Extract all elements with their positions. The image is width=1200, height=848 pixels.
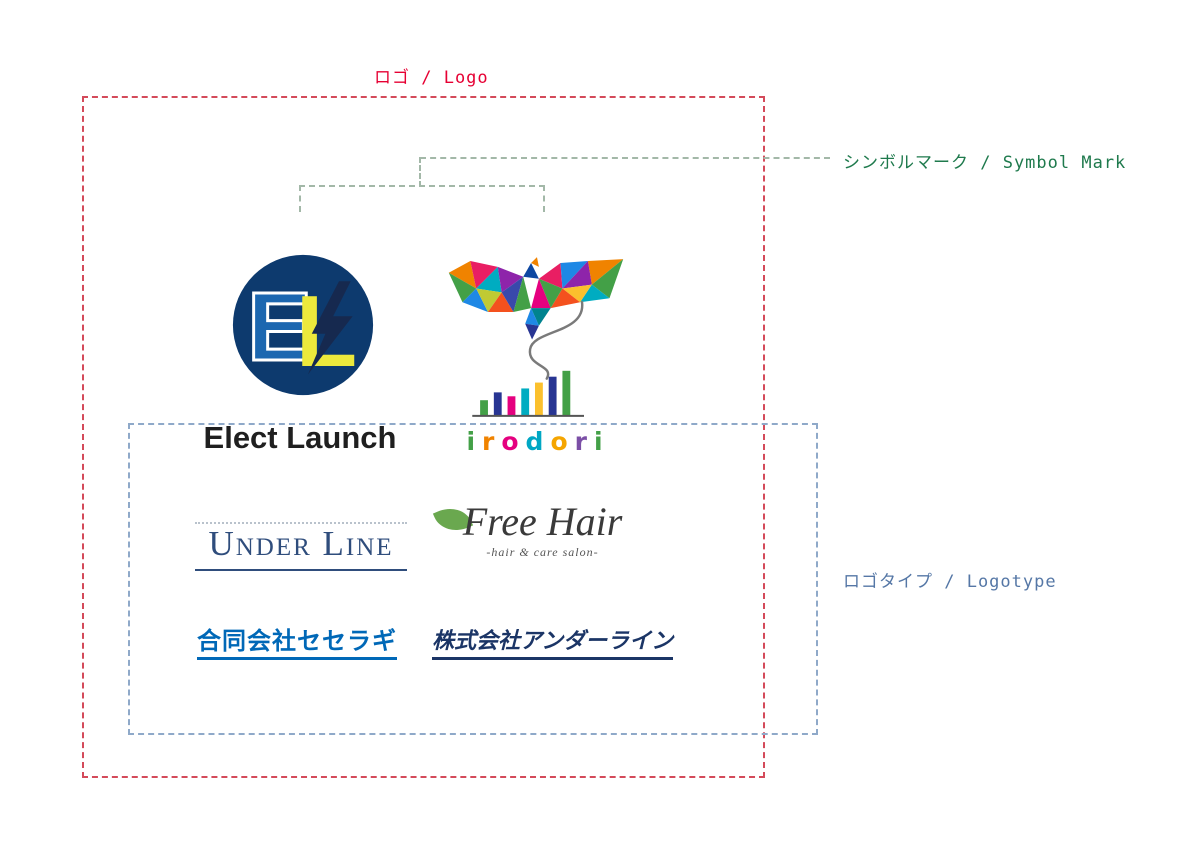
logotype-group-dashed-box [128, 423, 818, 735]
symbol-mark-label: シンボルマーク / Symbol Mark [843, 153, 1127, 173]
free-hair-text: Free Hair [462, 499, 623, 544]
symbol-mark-bracket-tick-right [543, 185, 545, 212]
under-line-dotted-rule [195, 522, 407, 524]
phoenix-right-wing [531, 259, 624, 309]
symbol-mark-bracket-line [299, 185, 545, 187]
irodori-letter: o [550, 427, 575, 456]
phoenix-head [523, 257, 539, 279]
underline-company-logotype: 株式会社アンダーライン [432, 623, 674, 660]
phoenix-body [525, 308, 551, 340]
seseragi-logotype: 合同会社セセラギ [197, 621, 397, 660]
irodori-letter: r [574, 427, 594, 456]
free-hair-tagline: -hair & care salon- [486, 545, 599, 559]
logo-group-label: ロゴ / Logo [374, 68, 489, 88]
irodori-symbol-mark [448, 257, 624, 417]
free-hair-logotype: Free Hair -hair & care salon- [425, 500, 660, 560]
irodori-letter: r [482, 427, 502, 456]
logo-group-dashed-box [82, 96, 765, 778]
irodori-letter: o [501, 427, 526, 456]
irodori-letter: i [593, 427, 610, 456]
el-letter-e: E [247, 272, 312, 381]
phoenix-left-wing [448, 261, 532, 313]
irodori-letter: d [525, 427, 551, 456]
under-line-text: Under Line [208, 524, 394, 563]
elect-launch-logotype: Elect Launch [203, 420, 397, 455]
elect-launch-symbol-mark: E L [232, 254, 374, 396]
irodori-letter: i [466, 427, 483, 456]
swoosh-line [528, 300, 584, 380]
under-line-logotype: Under Line [195, 522, 407, 571]
el-lightning-bolt-icon [307, 281, 353, 375]
symbol-mark-riser-line [419, 157, 421, 187]
symbol-mark-leader-line [420, 157, 830, 159]
irodori-logotype: irodori [450, 427, 626, 456]
logotype-group-label: ロゴタイプ / Logotype [843, 572, 1057, 592]
bar-chart-icon [480, 370, 571, 416]
symbol-mark-bracket-tick-left [299, 185, 301, 212]
